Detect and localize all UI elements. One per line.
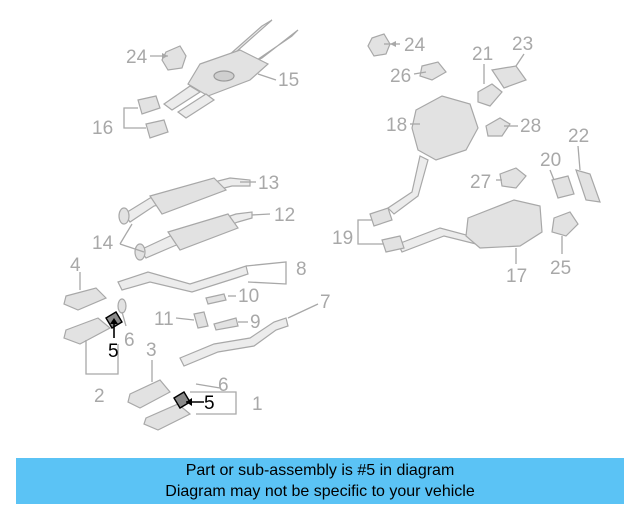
part-2-converter xyxy=(63,317,112,345)
callout-18: 18 xyxy=(386,115,407,136)
callout-24-left: 24 xyxy=(126,47,148,68)
part-10-gasket xyxy=(205,293,227,305)
callout-21: 21 xyxy=(472,44,493,65)
leader-lines xyxy=(79,41,581,415)
callout-11: 11 xyxy=(154,309,174,330)
callout-28: 28 xyxy=(520,116,541,137)
callout-15: 15 xyxy=(278,70,299,91)
callout-5-upper: 5 xyxy=(108,341,119,362)
callout-12: 12 xyxy=(274,205,295,226)
part-22-tip xyxy=(575,169,601,203)
callout-8: 8 xyxy=(296,259,307,280)
callout-16: 16 xyxy=(92,118,113,139)
part-11-bracket xyxy=(193,311,209,329)
part-15-muffler xyxy=(162,19,299,119)
part-24-hanger-left xyxy=(161,45,187,71)
part-3-converter xyxy=(127,379,171,409)
callout-9: 9 xyxy=(250,312,261,333)
part-12-pipe xyxy=(139,211,253,259)
callout-14: 14 xyxy=(92,233,114,254)
callout-10: 10 xyxy=(238,286,259,307)
part-7-front-pipe xyxy=(179,317,289,367)
part-18-rear-muffler xyxy=(387,95,479,215)
part-20-bracket xyxy=(551,175,575,199)
banner-line-1: Part or sub-assembly is #5 in diagram xyxy=(185,462,455,479)
part-6-gasket-upper xyxy=(117,298,127,314)
callout-13: 13 xyxy=(258,173,279,194)
callout-20: 20 xyxy=(540,150,561,171)
part-4-converter xyxy=(63,287,108,311)
callout-19: 19 xyxy=(332,228,353,249)
callout-6-upper: 6 xyxy=(124,330,135,351)
part-16-clamps xyxy=(137,95,169,139)
part-28-hanger xyxy=(485,117,511,137)
part-25-hanger xyxy=(551,211,579,237)
callout-3: 3 xyxy=(146,340,157,361)
part-5-gasket-lower[interactable] xyxy=(173,391,204,409)
part-24-hanger-right xyxy=(367,33,391,57)
callout-25: 25 xyxy=(550,258,571,279)
exhaust-system-diagram: 24 15 16 13 14 12 4 8 10 11 9 7 6 5 3 2 … xyxy=(63,19,601,431)
banner-line-2: Diagram may not be specific to your vehi… xyxy=(165,483,475,500)
part-23-tip xyxy=(490,65,527,89)
callout-7: 7 xyxy=(320,292,331,313)
part-5-gasket-upper[interactable] xyxy=(105,311,123,338)
callout-2: 2 xyxy=(94,386,105,407)
part-19-clamps xyxy=(369,207,405,253)
callout-4: 4 xyxy=(70,255,81,276)
part-21-bracket xyxy=(477,83,503,107)
part-13-pipe xyxy=(123,177,251,223)
part-26-hanger xyxy=(419,61,447,81)
callout-22: 22 xyxy=(568,126,589,147)
part-17-rear-muffler xyxy=(397,199,543,253)
callout-17: 17 xyxy=(506,266,527,287)
callout-27: 27 xyxy=(470,172,491,193)
part-27-hanger xyxy=(499,167,527,189)
callout-24-right: 24 xyxy=(404,35,426,56)
callout-26: 26 xyxy=(390,66,411,87)
callout-23: 23 xyxy=(512,34,533,55)
part-1-converter xyxy=(143,403,192,431)
info-banner: Part or sub-assembly is #5 in diagram Di… xyxy=(16,458,624,504)
part-9-gasket xyxy=(213,317,239,331)
callout-1: 1 xyxy=(252,394,263,415)
callout-5-lower: 5 xyxy=(204,393,215,414)
callout-6-lower: 6 xyxy=(218,375,229,396)
callout-labels: 24 15 16 13 14 12 4 8 10 11 9 7 6 5 3 2 … xyxy=(70,34,589,415)
part-14-gaskets xyxy=(118,207,146,261)
part-8-front-pipe xyxy=(117,265,249,293)
